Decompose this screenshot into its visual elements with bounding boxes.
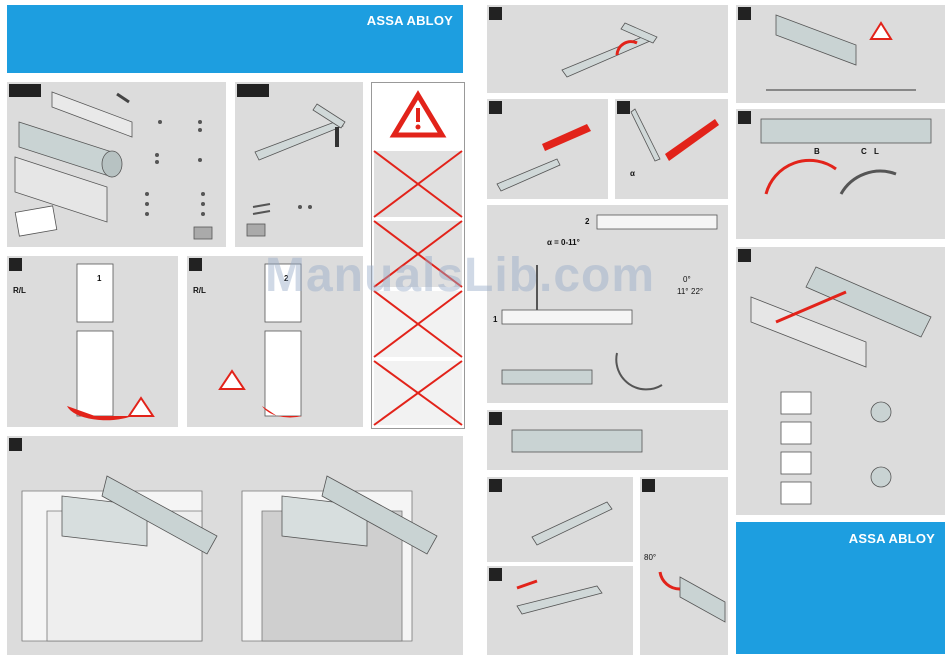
warning-triangle-icon xyxy=(871,23,891,39)
brand-header-top: ASSA ABLOY xyxy=(7,5,463,73)
valve-illustration xyxy=(736,5,945,103)
panel-door-1: R/L 1 xyxy=(7,256,178,427)
arm-adjust-illustration xyxy=(487,5,728,93)
angle-illustration xyxy=(615,99,728,199)
door-number-1: 1 xyxy=(97,274,101,283)
assembly-illustration xyxy=(736,247,945,515)
brand-logo-bottom: ASSA ABLOY xyxy=(849,531,935,546)
panel-arm-fix xyxy=(487,566,633,655)
lateral-illustration xyxy=(487,410,728,470)
panel-red-arm xyxy=(487,99,608,199)
panel-adjustment: α = 0-11° 2 1 0° 11° 22° xyxy=(487,205,728,403)
alpha-label: α xyxy=(630,169,635,178)
panel-arm-connect xyxy=(487,477,633,562)
panel-valve xyxy=(736,5,945,103)
panel-arm-adjust xyxy=(487,5,728,93)
brand-logo-top: ASSA ABLOY xyxy=(367,13,453,28)
panel-mounting xyxy=(7,436,463,655)
parts-illustration xyxy=(7,82,226,247)
arm-fix-illustration xyxy=(487,566,633,655)
panel-assembly xyxy=(736,247,945,515)
panel-final-rotate: 80° xyxy=(640,477,728,655)
panel-lateral xyxy=(487,410,728,470)
adjustment-illustration xyxy=(487,205,728,403)
mounting-illustration xyxy=(7,436,463,655)
panel-angle: α xyxy=(615,99,728,199)
speed-illustration xyxy=(736,109,945,239)
final-rotate-illustration xyxy=(640,477,728,655)
panel-parts xyxy=(7,82,226,247)
arm-connect-illustration xyxy=(487,477,633,562)
watermark: ManualsLib.com xyxy=(265,248,655,303)
door-1-illustration xyxy=(7,256,178,427)
brand-footer-bottom: ASSA ABLOY xyxy=(736,522,945,654)
panel-arm xyxy=(235,82,363,247)
arm-illustration xyxy=(235,82,363,247)
red-arm-illustration xyxy=(487,99,608,199)
warning-triangle-icon xyxy=(394,95,442,135)
panel-speed: B C L xyxy=(736,109,945,239)
